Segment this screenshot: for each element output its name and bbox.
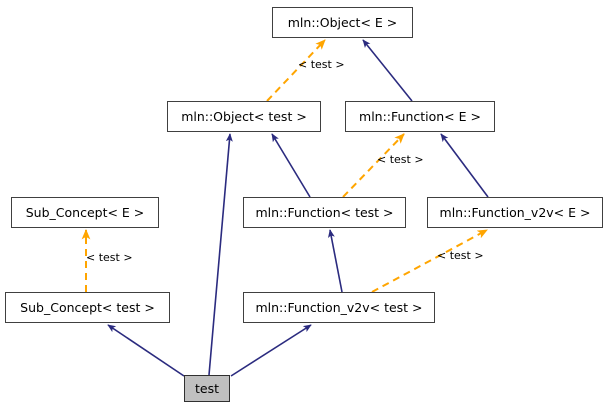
edge-inheritance-function_e-to-object_e — [362, 39, 413, 102]
class-node-label: Sub_Concept< E > — [25, 205, 145, 220]
class-node-sub_concept_test[interactable]: Sub_Concept< test > — [5, 292, 170, 323]
class-node-object_e[interactable]: mln::Object< E > — [272, 7, 413, 38]
edge-inheritance-function_v2v_test-to-function_test — [327, 229, 343, 293]
class-node-label: Sub_Concept< test > — [20, 300, 155, 315]
class-node-label: mln::Function_v2v< test > — [255, 300, 423, 315]
edge-inheritance-test-to-sub_concept_test — [107, 324, 185, 377]
class-node-label: test — [194, 381, 219, 396]
edge-label-l4: < test > — [437, 249, 484, 262]
class-node-label: mln::Function_v2v< E > — [439, 205, 591, 220]
edge-label-l3: < test > — [86, 251, 133, 264]
edge-inheritance-test-to-function_v2v_test — [230, 324, 312, 377]
class-node-function_test[interactable]: mln::Function< test > — [243, 197, 406, 228]
class-node-label: mln::Function< test > — [255, 205, 394, 220]
class-node-sub_concept_e[interactable]: Sub_Concept< E > — [11, 197, 159, 228]
class-node-label: mln::Object< test > — [181, 109, 307, 124]
edge-template-function_v2v_test-to-function_v2v_e — [371, 229, 488, 293]
edge-template-object_test-to-object_e — [266, 39, 326, 102]
class-node-label: mln::Function< E > — [359, 109, 481, 124]
class-node-function_e[interactable]: mln::Function< E > — [345, 101, 495, 132]
edge-label-l1: < test > — [298, 58, 345, 71]
edge-inheritance-function_test-to-object_test — [271, 133, 311, 198]
edge-inheritance-test-to-object_test — [208, 133, 233, 376]
edge-template-function_test-to-function_e — [342, 133, 405, 198]
class-node-function_v2v_e[interactable]: mln::Function_v2v< E > — [427, 197, 603, 228]
class-node-label: mln::Object< E > — [287, 15, 398, 30]
class-node-object_test[interactable]: mln::Object< test > — [167, 101, 321, 132]
class-node-test[interactable]: test — [184, 375, 230, 402]
edge-label-l2: < test > — [377, 153, 424, 166]
class-node-function_v2v_test[interactable]: mln::Function_v2v< test > — [243, 292, 435, 323]
edge-inheritance-function_v2v_e-to-function_e — [440, 133, 489, 198]
